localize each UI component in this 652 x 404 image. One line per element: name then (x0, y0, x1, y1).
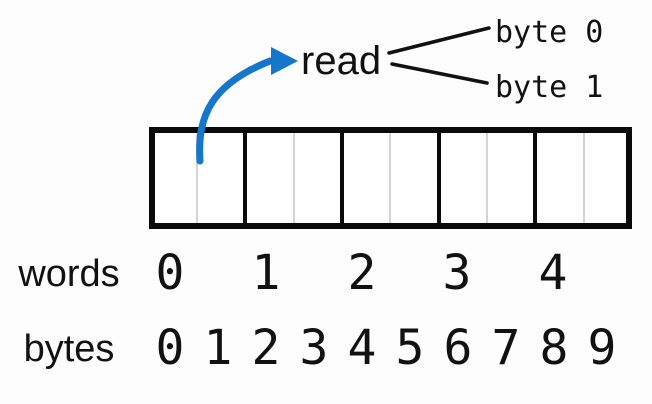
word-index-label: 1 (251, 245, 281, 301)
read-byte0-connector (387, 26, 491, 55)
byte-index-label: 6 (443, 320, 473, 376)
byte-index-label: 1 (203, 320, 233, 376)
byte-index-label: 5 (395, 320, 425, 376)
byte-index-label: 8 (539, 320, 569, 376)
word-divider (340, 133, 344, 223)
byte0-callout: byte 0 (495, 15, 604, 50)
byte-index-label: 7 (491, 320, 521, 376)
word-divider (437, 133, 441, 223)
read-byte1-connector (390, 62, 489, 85)
word-index-label: 2 (347, 245, 377, 301)
bytes-row-caption: bytes (23, 328, 115, 370)
byte1-callout: byte 1 (495, 70, 604, 105)
byte-midline (389, 133, 391, 223)
byte-index-label: 3 (299, 320, 329, 376)
word-divider (533, 133, 537, 223)
word-divider (243, 133, 247, 223)
read-label: read (301, 39, 382, 83)
byte-index-label: 9 (587, 320, 617, 376)
words-row-caption: words (18, 253, 120, 295)
byte-midline (196, 133, 198, 223)
word-index-label: 0 (155, 245, 185, 301)
word-index-label: 3 (442, 245, 472, 301)
byte-index-label: 4 (347, 320, 377, 376)
byte-index-label: 0 (155, 320, 185, 376)
word-index-label: 4 (538, 245, 568, 301)
byte-index-label: 2 (251, 320, 281, 376)
byte-midline (583, 133, 585, 223)
byte-midline (486, 133, 488, 223)
read-arrow-head-icon (271, 47, 298, 75)
byte-midline (293, 133, 295, 223)
